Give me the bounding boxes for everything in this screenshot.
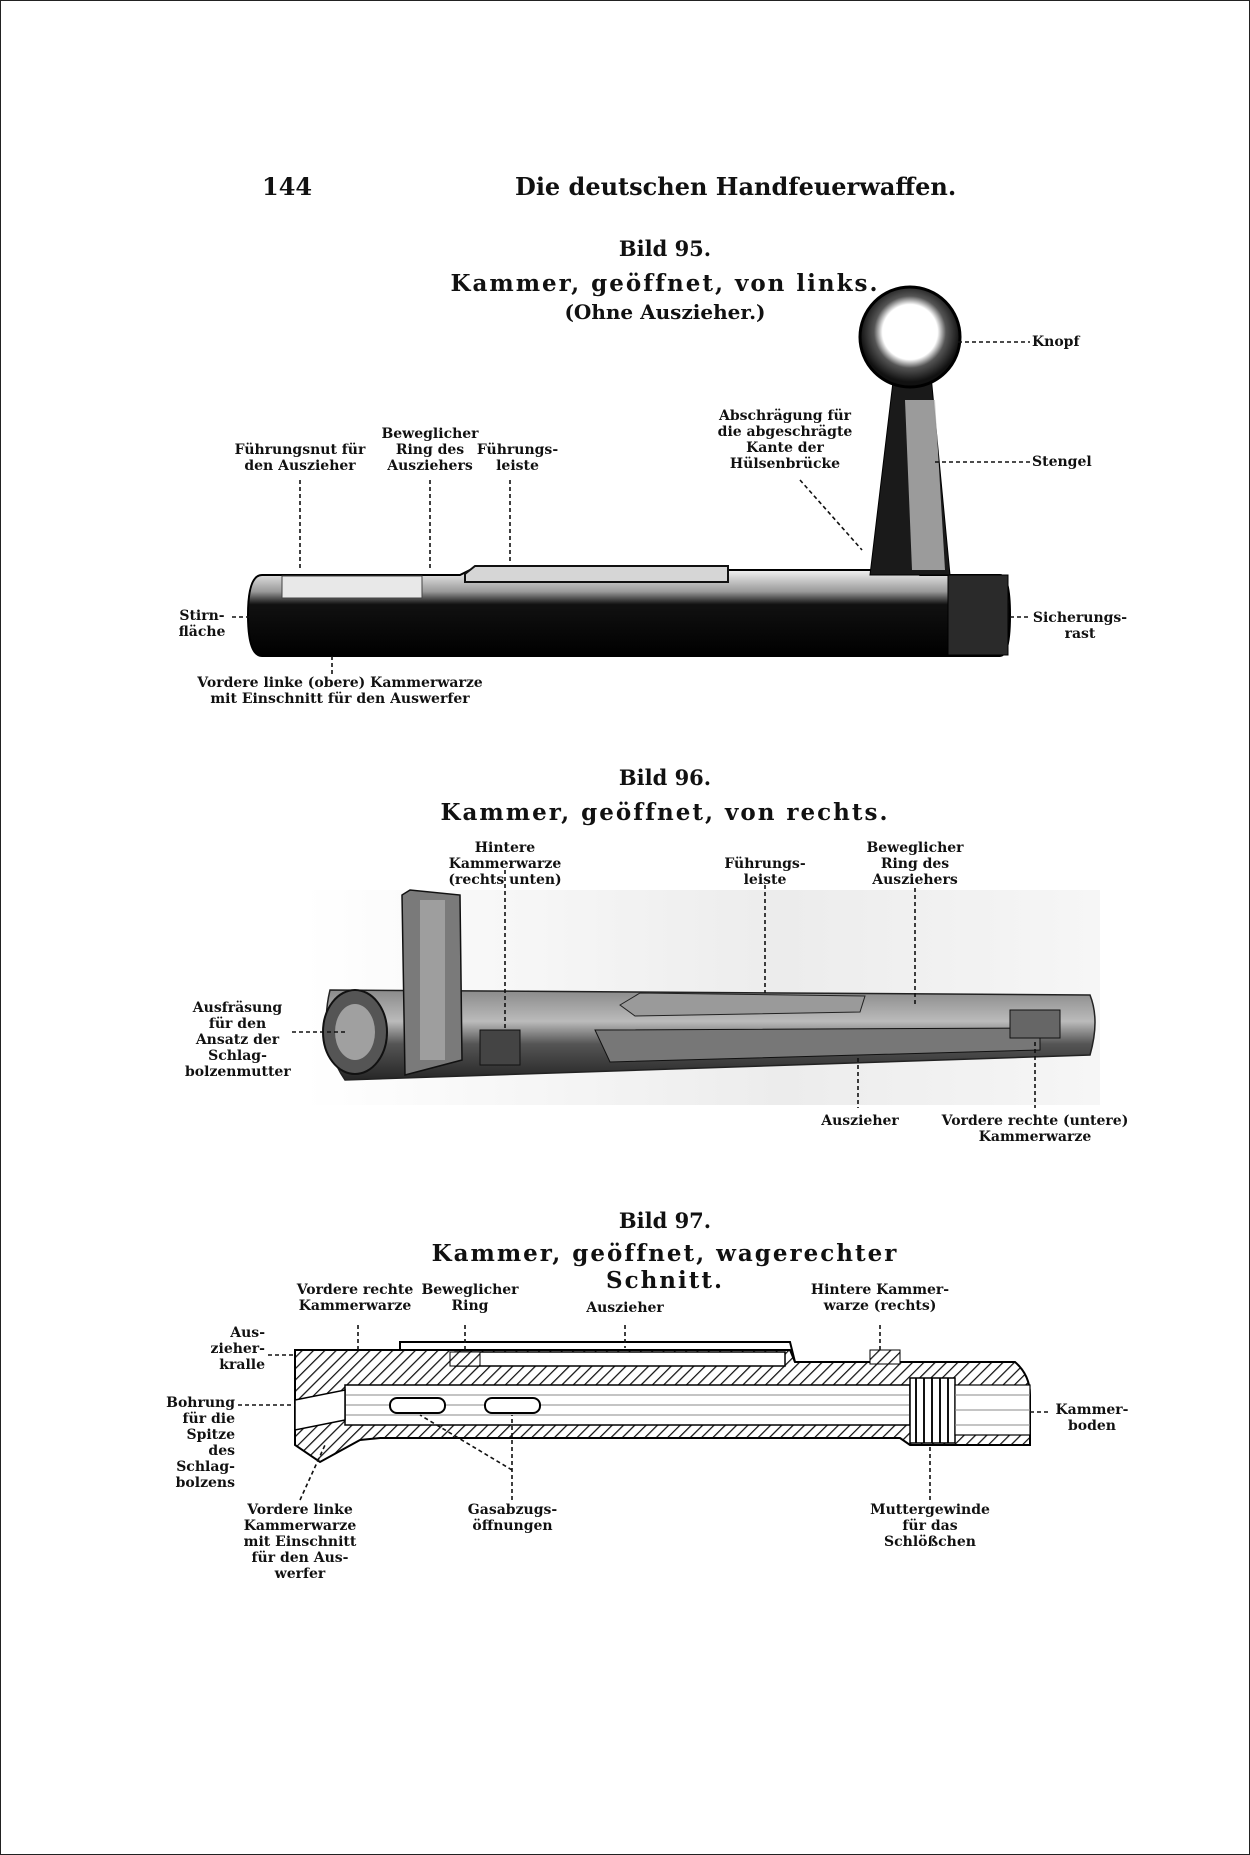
label-abschraegung: Abschrägung für die abgeschrägte Kante d… — [717, 408, 853, 472]
label-beweglicher-ring: Beweglicher Ring des Ausziehers — [381, 426, 479, 474]
label-fuehrungsleiste-96: Führungs- leiste — [724, 856, 806, 888]
label-hintere-kammerwarze: Hintere Kammerwarze (rechts unten) — [448, 840, 562, 888]
label-stirnflaeche: Stirn- fläche — [178, 608, 226, 640]
figure-97-caption: Kammer, geöffnet, wagerechter Schnitt. — [431, 1240, 899, 1294]
label-sicherungsrast: Sicherungs- rast — [1032, 610, 1128, 642]
figure-95-subcaption: (Ohne Auszieher.) — [564, 300, 766, 324]
label-stengel: Stengel — [1032, 454, 1092, 470]
label-auszieher-97: Auszieher — [586, 1300, 664, 1316]
label-fuehrungsnut: Führungsnut für den Auszieher — [234, 442, 366, 474]
label-ausfraesung: Ausfräsung für den Ansatz der Schlag- bo… — [185, 1000, 291, 1080]
page-number: 144 — [262, 172, 313, 201]
label-beweglicher-ring-97: Beweglicher Ring — [421, 1282, 519, 1314]
label-bohrung: Bohrung für die Spitze des Schlag- bolze… — [166, 1395, 235, 1491]
label-gasabzugsoeffnungen: Gasabzugs- öffnungen — [467, 1502, 558, 1534]
label-auszieher-96: Auszieher — [821, 1113, 899, 1129]
label-vordere-linke-kammerwarze: Vordere linke Kammerwarze mit Einschnitt… — [243, 1502, 357, 1582]
running-title: Die deutschen Handfeuerwaffen. — [515, 172, 957, 201]
figure-97-number: Bild 97. — [618, 1208, 712, 1233]
label-fuehrungsleiste: Führungs- leiste — [476, 442, 559, 474]
label-beweglicher-ring-96: Beweglicher Ring des Ausziehers — [866, 840, 964, 888]
figure-95-number: Bild 95. — [618, 236, 712, 261]
label-hintere-kammerwarze-97: Hintere Kammer- warze (rechts) — [810, 1282, 950, 1314]
label-vordere-rechte-kammerwarze: Vordere rechte Kammerwarze — [296, 1282, 414, 1314]
label-muttergewinde: Muttergewinde für das Schlößchen — [870, 1502, 990, 1550]
figure-95-caption: Kammer, geöffnet, von links. — [450, 270, 880, 297]
label-vordere-linke-warze: Vordere linke (obere) Kammerwarze mit Ei… — [197, 675, 483, 707]
label-kammerboden: Kammer- boden — [1055, 1402, 1129, 1434]
figure-96-caption: Kammer, geöffnet, von rechts. — [440, 799, 890, 826]
label-auszieherkralle: Aus- zieher- kralle — [210, 1325, 265, 1373]
figure-96-number: Bild 96. — [618, 765, 712, 790]
label-vordere-rechte-warze-96: Vordere rechte (untere) Kammerwarze — [941, 1113, 1129, 1145]
label-knopf: Knopf — [1032, 334, 1080, 350]
